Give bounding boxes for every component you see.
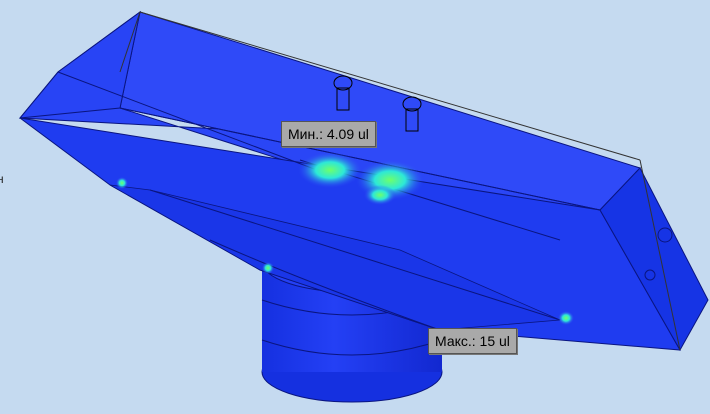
bounding-wireframe: [119, 11, 681, 351]
clipped-edge-text: н: [0, 172, 4, 186]
part-body: [18, 10, 709, 352]
stress-hotspots: [116, 152, 574, 325]
min-value-probe[interactable]: Мин.: 4.09 ul: [281, 121, 376, 147]
max-value-probe[interactable]: Макс.: 15 ul: [428, 328, 517, 354]
bolt-fasteners: [333, 75, 422, 132]
